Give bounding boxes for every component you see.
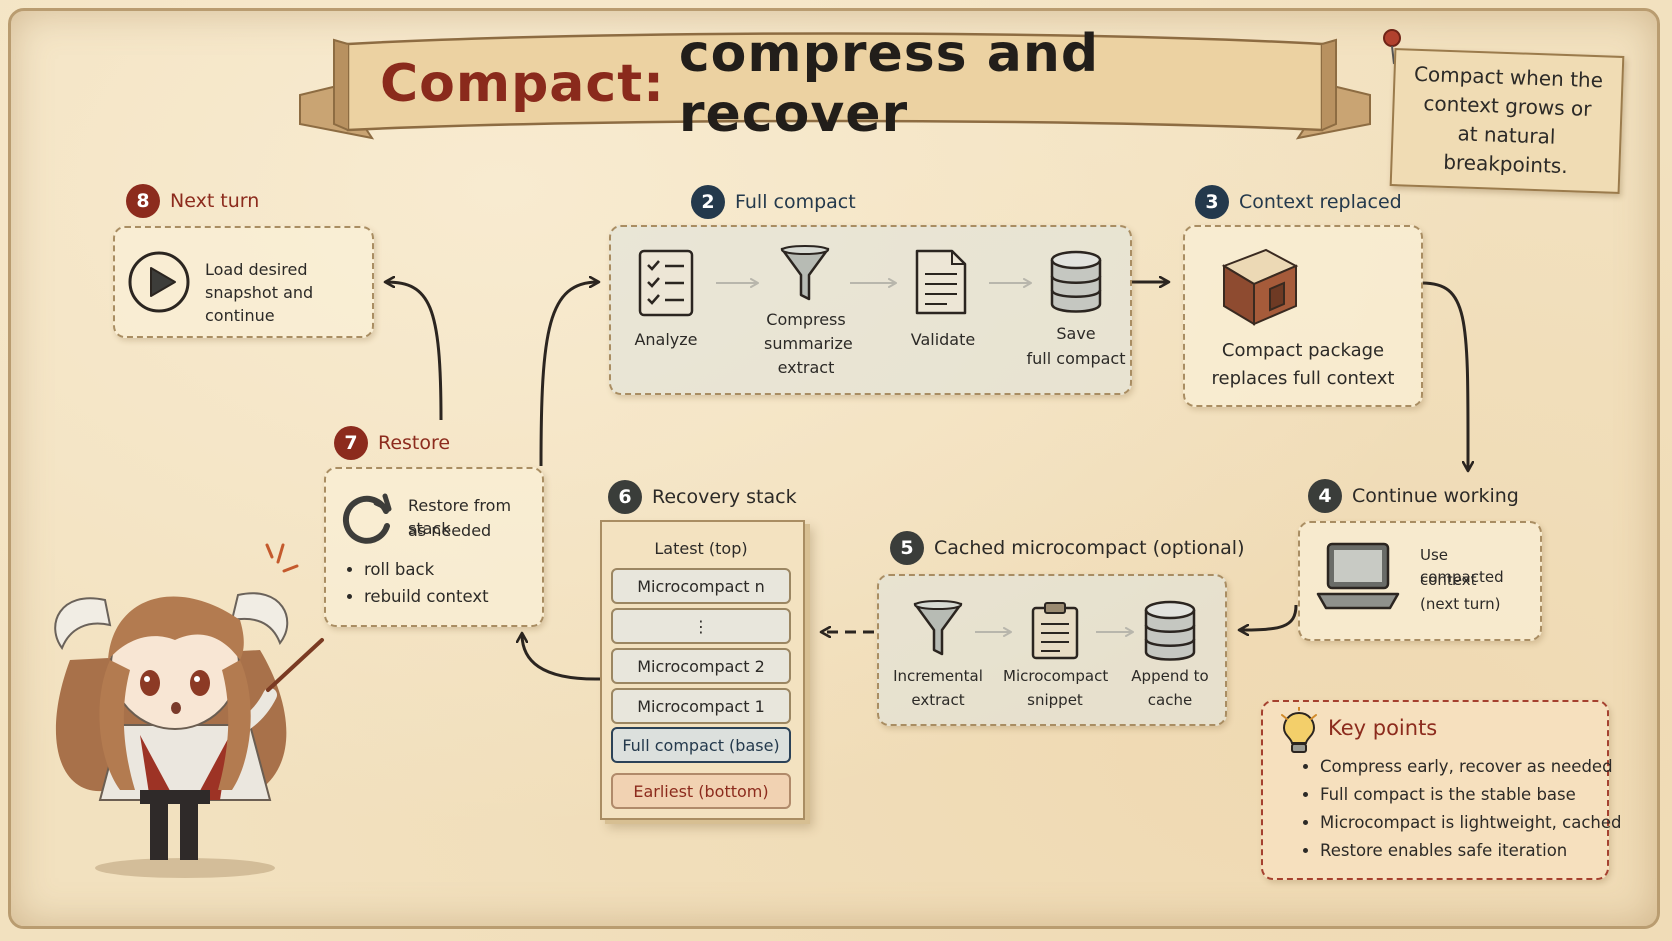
lightbulb-icon [1281, 707, 1317, 753]
key-points-box [1261, 700, 1609, 880]
arrow-restore-to-nextturn [386, 282, 443, 421]
sticky-note: Compact when the context grows or at nat… [1389, 48, 1625, 194]
key-point-item: Full compact is the stable base [1320, 781, 1621, 809]
title-accent: Compact: [380, 54, 665, 114]
snippet-sub-label: snippet [1027, 691, 1083, 709]
append-sub-label: cache [1147, 691, 1193, 709]
parchment-border [8, 8, 1660, 929]
funnel-icon [913, 600, 963, 656]
step-5-header: 5 Cached microcompact (optional) [890, 528, 1245, 568]
mascot-character [54, 592, 324, 878]
attention-marks [265, 543, 299, 573]
arrow-context-to-continue [1421, 281, 1468, 470]
restore-bullet: rebuild context [364, 583, 489, 610]
checklist-icon [638, 249, 694, 317]
laptop-icon [1316, 542, 1400, 610]
restore-line2: as needed [408, 521, 492, 540]
step-2-header: 2 Full compact [691, 182, 856, 222]
extract-label: extract [777, 358, 835, 377]
snippet-label: Microcompact [1003, 667, 1109, 685]
stack-row-latest: Latest (top) [654, 538, 748, 558]
step-2-number: 2 [691, 185, 725, 219]
continue-working-line3: (next turn) [1420, 595, 1501, 613]
step-7-number: 7 [334, 426, 368, 460]
step-5-label: Cached microcompact (optional) [934, 537, 1245, 559]
restore-bullets: roll back rebuild context [344, 556, 489, 610]
step-8-header: 8 Next turn [126, 181, 259, 221]
step-2-label: Full compact [735, 191, 856, 213]
summarize-label: summarize [764, 334, 853, 353]
next-turn-text: Load desired snapshot and continue [205, 260, 314, 326]
step-4-number: 4 [1308, 479, 1342, 513]
append-label: Append to [1131, 667, 1209, 685]
page-title: Compact: compress and recover [380, 24, 1260, 144]
step-3-number: 3 [1195, 185, 1229, 219]
key-point-item: Restore enables safe iteration [1320, 837, 1621, 865]
step-8-label: Next turn [170, 190, 260, 212]
database-icon [1050, 250, 1102, 313]
incremental-sub-label: extract [911, 691, 965, 709]
save-sub-label: full compact [1026, 349, 1126, 368]
step-6-number: 6 [608, 480, 642, 514]
context-replaced-box [1183, 225, 1423, 407]
step-7-header: 7 Restore [334, 423, 450, 463]
stack-row-microcompact-1: Microcompact 1 [611, 688, 791, 724]
key-point-item: Microcompact is lightweight, cached [1320, 809, 1621, 837]
step-6-label: Recovery stack [652, 486, 797, 508]
refresh-icon [342, 493, 392, 544]
play-icon [128, 251, 190, 313]
compress-label: Compress [766, 310, 846, 329]
book-icon [1221, 248, 1299, 326]
context-replaced-line1: Compact package [1221, 340, 1385, 361]
step-6-header: 6 Recovery stack [608, 477, 797, 517]
clipboard-icon [1031, 602, 1079, 660]
step-8-number: 8 [126, 184, 160, 218]
restore-bullet: roll back [364, 556, 489, 583]
title-banner [299, 32, 1371, 140]
database-icon [1144, 600, 1196, 661]
document-icon [915, 249, 967, 315]
title-rest: compress and recover [678, 24, 1100, 144]
continue-working-line2: context [1420, 571, 1477, 589]
restore-box [324, 467, 544, 627]
key-points-title: Key points [1328, 716, 1438, 740]
stack-row-full-compact-base: Full compact (base) [611, 727, 791, 763]
analyze-label: Analyze [634, 330, 698, 349]
arrow-restore-to-fullcompact [539, 282, 598, 467]
step-3-label: Context replaced [1239, 191, 1402, 213]
arrow-stack-to-restore [522, 634, 601, 681]
full-compact-box [609, 225, 1132, 395]
context-replaced-line2: replaces full context [1211, 368, 1395, 389]
continue-working-line1: Use compacted [1420, 546, 1504, 586]
stack-row-microcompact-2: Microcompact 2 [611, 648, 791, 684]
key-point-item: Compress early, recover as needed [1320, 753, 1621, 781]
restore-line1: Restore from stack [408, 496, 512, 539]
stack-row-earliest: Earliest (bottom) [611, 773, 791, 809]
arrow-continue-to-cached [1240, 604, 1298, 630]
stack-row-ellipsis: ⋮ [611, 608, 791, 644]
stack-row-microcompact-n: Microcompact n [611, 568, 791, 604]
step-5-number: 5 [890, 531, 924, 565]
step-4-header: 4 Continue working [1308, 476, 1519, 516]
key-points-list: Compress early, recover as needed Full c… [1300, 753, 1621, 865]
save-label: Save [1056, 324, 1096, 343]
step-3-header: 3 Context replaced [1195, 182, 1402, 222]
incremental-label: Incremental [893, 667, 983, 685]
validate-label: Validate [910, 330, 976, 349]
step-4-label: Continue working [1352, 485, 1519, 507]
funnel-icon [780, 245, 830, 301]
step-7-label: Restore [378, 432, 451, 454]
